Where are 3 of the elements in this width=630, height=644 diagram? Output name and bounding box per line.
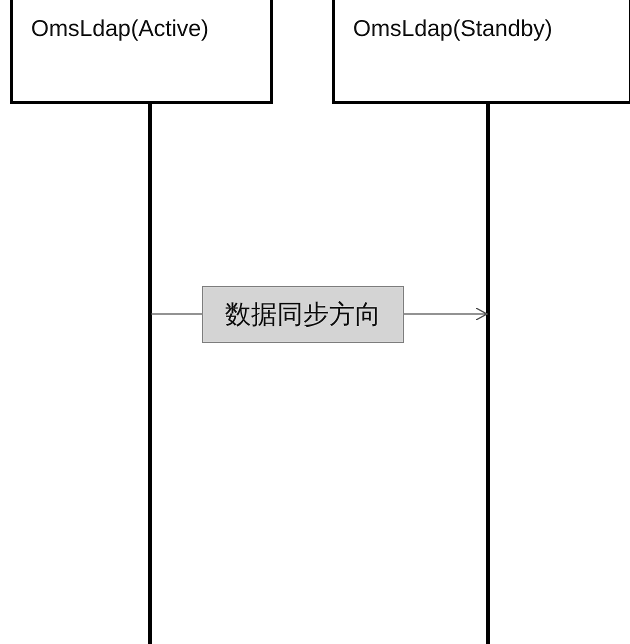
participant-label: OmsLdap(Standby)	[353, 15, 552, 42]
participant-label: OmsLdap(Active)	[31, 15, 209, 42]
edge-label: 数据同步方向	[202, 286, 404, 342]
